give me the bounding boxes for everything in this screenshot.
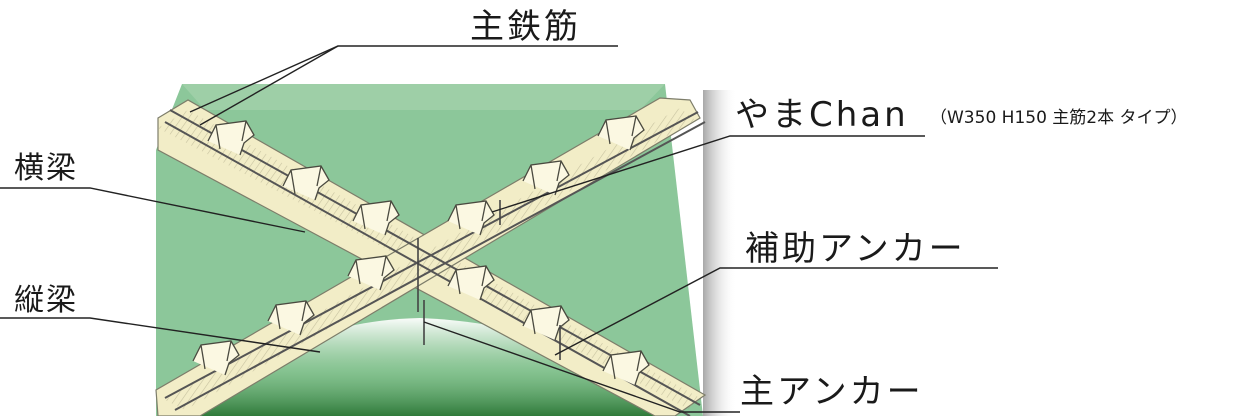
bracket <box>267 300 315 336</box>
bracket <box>447 200 495 236</box>
label-longitudinal-beam: 縦梁 <box>14 283 78 318</box>
bracket <box>192 340 240 376</box>
label-product: やまChan <box>735 95 909 135</box>
label-transverse-beam: 横梁 <box>14 151 78 186</box>
bracket <box>597 115 645 151</box>
bracket <box>522 160 570 196</box>
leader-lines <box>0 45 998 413</box>
label-main-anchor: 主アンカー <box>740 372 924 412</box>
bracket <box>447 265 495 301</box>
bracket <box>207 120 255 156</box>
bracket <box>282 165 330 201</box>
bracket <box>522 305 570 341</box>
bracket <box>347 255 395 291</box>
rebar-support-brackets <box>192 115 650 386</box>
bracket <box>602 350 650 386</box>
bracket <box>352 200 400 236</box>
label-main-rebar: 主鉄筋 <box>470 7 581 47</box>
label-aux-anchor: 補助アンカー <box>745 229 966 269</box>
ground-top-light <box>182 84 665 110</box>
frame-right-shadow <box>703 90 737 416</box>
label-product-spec: （W350 H150 主筋2本 タイプ） <box>930 108 1188 128</box>
